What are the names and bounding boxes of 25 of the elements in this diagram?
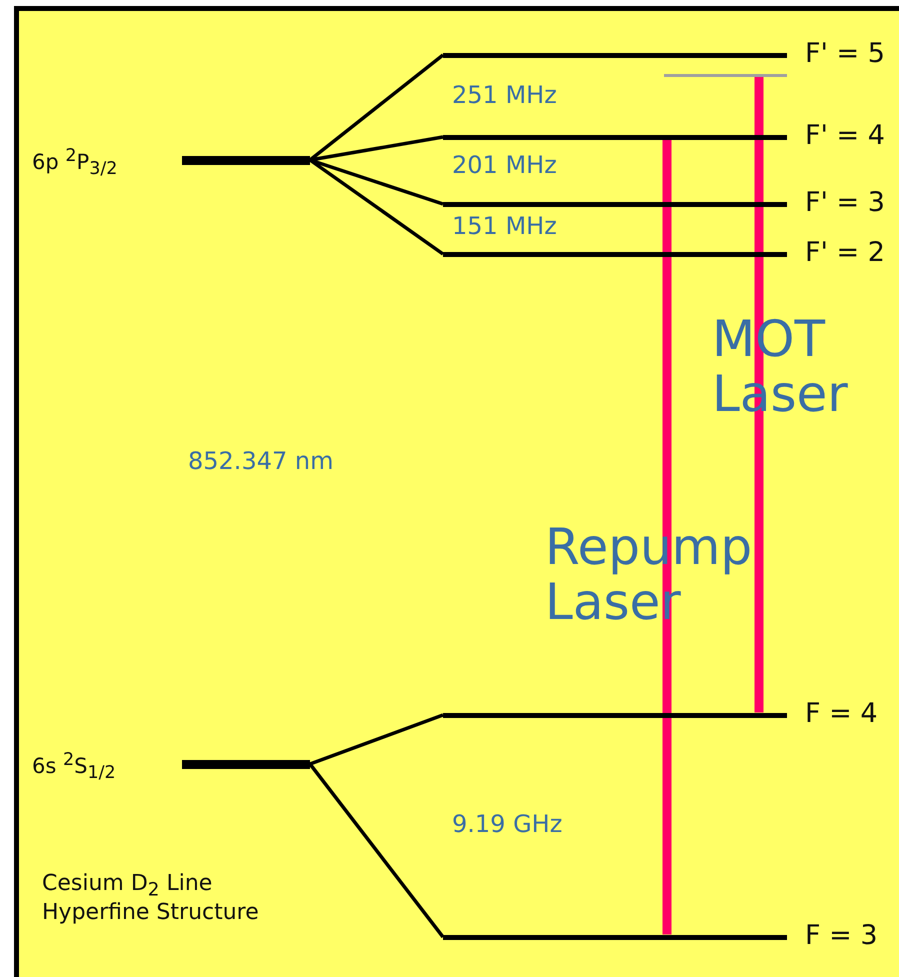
energy-level [443, 712, 787, 718]
energy-level [443, 52, 787, 58]
energy-level [664, 74, 787, 76]
level-label: 6p $^{2}$P$_{3/2}$ [32, 148, 118, 180]
frequency-label: 201 MHz [452, 152, 558, 178]
frequency-label: 9.19 GHz [452, 811, 564, 838]
level-label: F' = 3 [805, 189, 885, 216]
energy-level [443, 934, 787, 940]
caption: Cesium D$_{2}$ Line Hyperfine Structure [42, 872, 260, 925]
level-label: 6s $^{2}$S$_{1/2}$ [32, 752, 116, 784]
splitting-line [309, 713, 444, 766]
laser-transition [754, 76, 764, 712]
level-label: F' = 5 [805, 40, 885, 68]
level-label: F = 3 [805, 922, 878, 950]
frequency-label: 251 MHz [452, 82, 558, 108]
energy-level [443, 202, 787, 206]
level-label: F = 4 [805, 700, 878, 728]
laser-transition [662, 140, 672, 934]
frequency-label: 151 MHz [452, 213, 558, 240]
level-label: F' = 2 [805, 239, 885, 266]
energy-level [443, 134, 787, 140]
frequency-label: 852.347 nm [188, 448, 334, 474]
level-label: F' = 4 [805, 122, 885, 150]
splitting-line [308, 762, 444, 938]
energy-level [443, 252, 787, 256]
